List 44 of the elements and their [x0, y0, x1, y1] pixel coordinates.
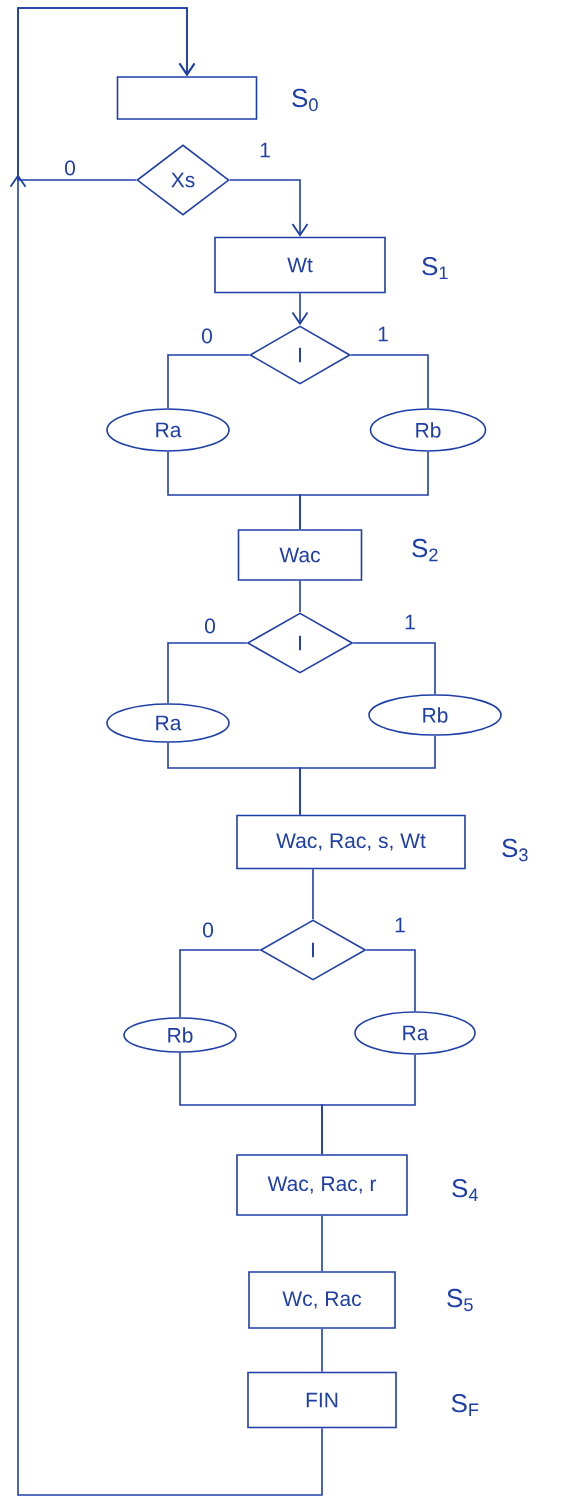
edge-label: 0 [203, 617, 217, 635]
edge-label: 1 [403, 613, 417, 631]
state-box: Wc, Rac [248, 1271, 396, 1329]
connector [167, 642, 248, 704]
state-box [116, 76, 258, 120]
state-label: S$_{F}$ [451, 1393, 479, 1417]
state-box: Wac, Rac, r [236, 1154, 408, 1216]
connector [299, 735, 436, 816]
connector [365, 949, 416, 1012]
connector [291, 292, 309, 326]
connector [17, 7, 196, 181]
edge-label: 0 [200, 327, 214, 345]
connector [321, 1054, 416, 1155]
state-box: Wac [237, 529, 363, 581]
connector [167, 354, 250, 409]
state-label: S$_{0}$ [292, 88, 318, 112]
connector [350, 354, 429, 409]
edge-label: 1 [258, 141, 272, 159]
state-label: S$_{4}$ [452, 1178, 478, 1202]
state-label: S$_{1}$ [422, 256, 448, 280]
output-oval: Rb [123, 1017, 237, 1053]
state-label: S$_{2}$ [412, 538, 438, 562]
edge-label: 1 [393, 916, 407, 934]
connector [312, 868, 314, 920]
connector [179, 949, 261, 1018]
output-oval: Ra [106, 703, 230, 743]
connector [352, 642, 436, 695]
output-oval: Rb [369, 408, 487, 452]
state-box: Wac, Rac, s, Wt [236, 814, 466, 870]
edge-label: 1 [376, 325, 390, 343]
state-label: S$_{3}$ [502, 838, 528, 862]
output-oval: Ra [106, 408, 230, 452]
output-oval: Ra [354, 1011, 476, 1055]
connector [299, 580, 301, 613]
connector [229, 179, 309, 237]
edge-label: 0 [63, 159, 77, 177]
state-box: FIN [247, 1371, 397, 1429]
edge-label: 0 [201, 921, 215, 939]
state-box: Wt [214, 236, 386, 294]
connector [299, 451, 429, 530]
connector [321, 1215, 323, 1272]
connector [321, 1328, 323, 1373]
state-label: S$_{5}$ [447, 1288, 473, 1312]
output-oval: Rb [368, 694, 502, 736]
